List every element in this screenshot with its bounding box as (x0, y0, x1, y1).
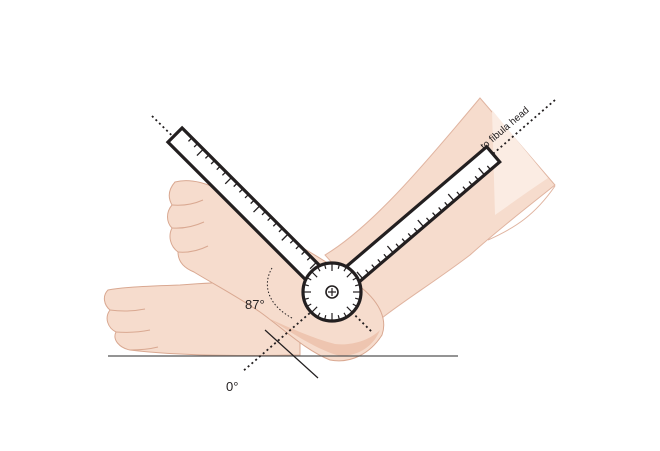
ruler-tick (371, 264, 376, 269)
ruler-tick (233, 182, 238, 188)
angle-arc (266, 267, 293, 319)
hub-tick (311, 306, 318, 313)
ruler-tick (250, 199, 255, 205)
ruler-tick (395, 243, 400, 249)
hub-tick (337, 315, 341, 321)
ruler-tick (474, 175, 479, 181)
ruler-tick (196, 148, 204, 156)
ruler-tick (383, 253, 388, 259)
calf-contour (487, 185, 556, 241)
far-foot-toe-lines (109, 308, 159, 351)
hub-tick (303, 297, 309, 301)
ruler-tick (413, 227, 419, 233)
ruler-tick (281, 233, 289, 241)
ruler-tick (221, 171, 227, 176)
hub-tick (352, 276, 358, 281)
fibula-axis-dotted-line (241, 99, 556, 373)
leg-arm-ticks (356, 165, 492, 280)
ruler-tick (377, 259, 382, 264)
ruler-tick (187, 137, 193, 142)
near-foot-toe-lines (171, 199, 209, 253)
hub-tick (346, 271, 353, 278)
ruler-tick (267, 216, 272, 222)
ruler-tick (289, 239, 295, 244)
hub-tick (337, 263, 341, 269)
heel-shadow (268, 318, 380, 356)
ruler-tick (278, 227, 283, 233)
foot-arm-ticks (187, 137, 317, 270)
ruler-tick (456, 191, 461, 197)
hub-tick (352, 303, 358, 308)
ruler-tick (432, 212, 437, 217)
ruler-tick (444, 201, 449, 207)
hub-tick (311, 271, 318, 278)
hub-tick (343, 266, 348, 272)
ruler-tick (204, 154, 210, 159)
hub-tick (346, 306, 353, 313)
ruler-tick (301, 250, 306, 255)
calf-highlight (492, 110, 548, 215)
ruler-tick (438, 207, 443, 212)
ruler-tick (462, 186, 467, 191)
hub-tick (303, 283, 309, 287)
hub-tick (323, 263, 327, 269)
hub-tick (355, 283, 361, 287)
ruler-tick (417, 219, 425, 228)
ruler-tick (272, 222, 278, 227)
ruler-tick (447, 193, 455, 202)
ruler-tick (478, 167, 485, 176)
hub-tick (323, 315, 327, 321)
hub-tick (316, 266, 321, 272)
ruler-tick (261, 210, 266, 216)
ruler-tick (309, 261, 317, 270)
hub-tick (343, 312, 348, 318)
ruler-tick (486, 165, 492, 171)
hub-tick (306, 276, 312, 281)
ruler-tick (401, 238, 406, 243)
ruler-tick (210, 160, 216, 165)
ruler-tick (216, 165, 221, 171)
ruler-tick (244, 193, 250, 199)
hub-ticks (303, 263, 361, 321)
ruler-tick (306, 256, 312, 261)
hub-tick (306, 303, 312, 308)
ruler-tick (224, 176, 233, 185)
goniometer-hub (301, 261, 363, 323)
ruler-tick (295, 244, 300, 250)
angle-label: 87° (245, 297, 265, 312)
ruler-tick (356, 271, 364, 280)
hub-tick (355, 297, 361, 301)
ruler-tick (426, 217, 431, 223)
ruler-tick (253, 205, 261, 213)
ruler-tick (365, 269, 370, 275)
ruler-tick (468, 181, 473, 186)
ruler-tick (407, 233, 412, 238)
ruler-tick (386, 245, 394, 254)
foot-sole-line (264, 329, 319, 379)
ruler-tick (193, 143, 199, 148)
hub-tick (316, 312, 321, 318)
ruler-tick (238, 188, 244, 193)
zero-degree-label: 0° (226, 379, 238, 394)
